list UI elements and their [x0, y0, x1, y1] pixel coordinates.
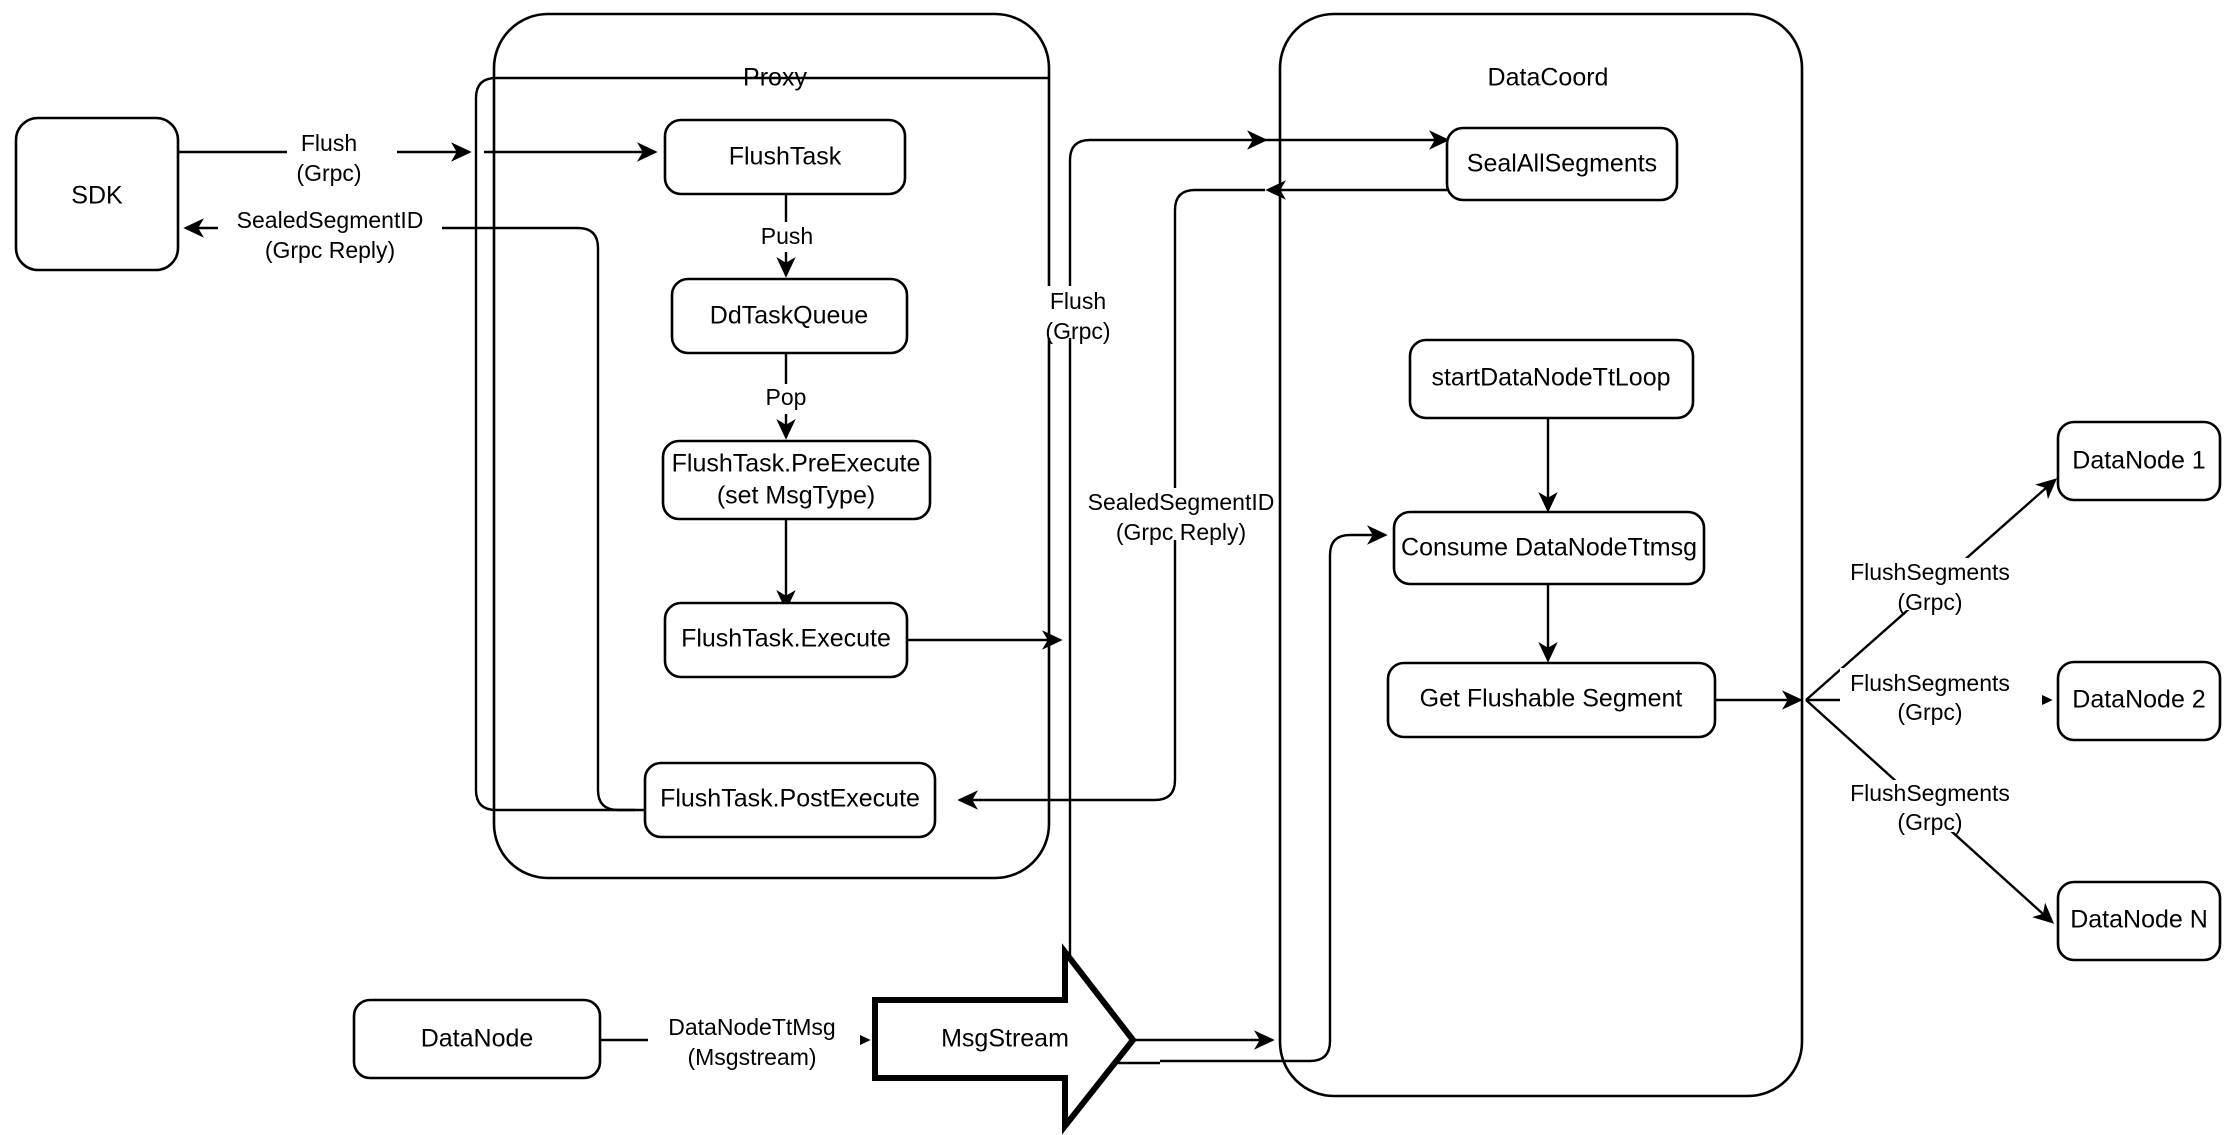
- node-startdatanodettloop[interactable]: startDataNodeTtLoop: [1408, 338, 1695, 420]
- datanode-2-box[interactable]: [2056, 660, 2222, 742]
- ddtaskqueue-box[interactable]: [670, 277, 909, 355]
- flushtask-box[interactable]: [663, 118, 907, 196]
- sdk-box[interactable]: [14, 116, 180, 272]
- sdk-label: SDK: [71, 182, 123, 210]
- edge-label-proxy-to-datacoord: Flush (Grpc): [1020, 286, 1122, 344]
- flushsegments-n-label-line2: (Grpc): [1897, 809, 1962, 835]
- node-flushtask-postexecute[interactable]: FlushTask.PostExecute: [643, 761, 937, 839]
- node-datanode-1[interactable]: DataNode 1: [2056, 420, 2222, 502]
- node-flushtask-preexecute[interactable]: FlushTask.PreExecute (set MsgType): [661, 439, 932, 521]
- execute-box[interactable]: [663, 601, 909, 679]
- flush-dc-label-line2: (Grpc): [1045, 318, 1110, 344]
- edge-msgstream-rail-to-consume: [1328, 525, 1388, 1041]
- flush-dc-label-line1: Flush: [1050, 288, 1106, 314]
- flushsegments-1-label-line2: (Grpc): [1897, 589, 1962, 615]
- edge-proxy-left-rail-to-postexecute: [474, 145, 635, 812]
- push-label: Push: [761, 223, 813, 249]
- edge-proxy-top-rail: [474, 76, 1049, 145]
- dc-reply-label-line1: SealedSegmentID: [1088, 489, 1275, 515]
- postexecute-label: FlushTask.PostExecute: [660, 785, 920, 813]
- datanode-bottom-box[interactable]: [352, 998, 602, 1080]
- flush-grpc-label-line2: (Grpc): [296, 160, 361, 186]
- get-flushable-segment-label: Get Flushable Segment: [1420, 685, 1683, 713]
- edge-label-pop: Pop: [752, 384, 820, 414]
- datanode-1-box[interactable]: [2056, 420, 2222, 502]
- node-datanode-n[interactable]: DataNode N: [2056, 880, 2222, 962]
- dc-reply-label-line2: (Grpc Reply): [1116, 519, 1246, 545]
- datanodettmsg-label-line1: DataNodeTtMsg: [668, 1014, 835, 1040]
- datanode-bottom-label: DataNode: [421, 1025, 534, 1053]
- flush-grpc-label-line1: Flush: [301, 130, 357, 156]
- node-flushtask-execute[interactable]: FlushTask.Execute: [663, 601, 909, 679]
- datanode-1-label: DataNode 1: [2072, 447, 2205, 475]
- node-consume-datanodettmsg[interactable]: Consume DataNodeTtmsg: [1392, 510, 1706, 586]
- edge-flush-rail-to-sealallsegments: [1068, 130, 1268, 640]
- consume-datanodettmsg-label: Consume DataNodeTtmsg: [1401, 534, 1697, 562]
- edge-label-flushsegments-1: FlushSegments (Grpc): [1840, 558, 2042, 615]
- sealallsegments-label: SealAllSegments: [1467, 150, 1657, 178]
- datanodettmsg-label-line2: (Msgstream): [687, 1044, 816, 1070]
- datanode-n-box[interactable]: [2056, 880, 2222, 962]
- consume-datanodettmsg-box[interactable]: [1392, 510, 1706, 586]
- startdatanodettloop-label: startDataNodeTtLoop: [1431, 364, 1670, 392]
- node-sdk[interactable]: SDK: [14, 116, 180, 272]
- sealedsegmentid-label-line2: (Grpc Reply): [265, 237, 395, 263]
- edge-label-flushsegments-n: FlushSegments (Grpc): [1840, 780, 2042, 835]
- msgstream-label: MsgStream: [941, 1025, 1069, 1053]
- edge-label-push: Push: [748, 222, 826, 252]
- edge-label-datacoord-to-proxy: SealedSegmentID (Grpc Reply): [1080, 488, 1276, 545]
- execute-label: FlushTask.Execute: [681, 625, 891, 653]
- startdatanodettloop-box[interactable]: [1408, 338, 1695, 420]
- node-ddtaskqueue[interactable]: DdTaskQueue: [670, 277, 909, 355]
- preexecute-label-line1: FlushTask.PreExecute: [672, 450, 921, 478]
- node-datanode-bottom[interactable]: DataNode: [352, 998, 602, 1080]
- edge-reply-rail-from-postexecute: [577, 226, 645, 812]
- flushsegments-2-label-line2: (Grpc): [1897, 699, 1962, 725]
- datacoord-container-rect: [1278, 12, 1804, 1098]
- sealallsegments-box[interactable]: [1445, 126, 1679, 202]
- datanode-n-label: DataNode N: [2070, 906, 2208, 934]
- msgstream-arrow-shape[interactable]: [872, 943, 1137, 1135]
- edge-label-datanodettmsg: DataNodeTtMsg (Msgstream): [648, 1014, 860, 1070]
- flushsegments-1-label-line1: FlushSegments: [1850, 559, 2010, 585]
- datanode-2-label: DataNode 2: [2072, 686, 2205, 714]
- ddtaskqueue-label: DdTaskQueue: [710, 302, 868, 330]
- edge-label-flushsegments-2: FlushSegments (Grpc): [1840, 668, 2042, 725]
- flushtask-label: FlushTask: [729, 143, 842, 171]
- edge-label-sdk-to-proxy: Flush (Grpc): [287, 130, 397, 186]
- sealedsegmentid-label-line1: SealedSegmentID: [237, 207, 424, 233]
- flushsegments-n-label-line1: FlushSegments: [1850, 780, 2010, 806]
- node-sealallsegments[interactable]: SealAllSegments: [1445, 126, 1679, 202]
- proxy-container-rect: [492, 12, 1051, 880]
- pop-label: Pop: [766, 384, 807, 410]
- edge-label-proxy-to-sdk: SealedSegmentID (Grpc Reply): [218, 206, 442, 263]
- datacoord-container-title: DataCoord: [1488, 64, 1609, 92]
- postexecute-box[interactable]: [643, 761, 937, 839]
- node-flushtask[interactable]: FlushTask: [663, 118, 907, 196]
- flushsegments-2-label-line1: FlushSegments: [1850, 670, 2010, 696]
- preexecute-box[interactable]: [661, 439, 932, 521]
- edge-msgstream-rail-corner: [1160, 1040, 1332, 1063]
- node-get-flushable-segment[interactable]: Get Flushable Segment: [1386, 661, 1717, 739]
- node-datanode-2[interactable]: DataNode 2: [2056, 660, 2222, 742]
- get-flushable-segment-box[interactable]: [1386, 661, 1717, 739]
- node-msgstream[interactable]: MsgStream: [872, 943, 1137, 1135]
- preexecute-label-line2: (set MsgType): [717, 482, 875, 510]
- container-datacoord: DataCoord: [1278, 12, 1804, 1098]
